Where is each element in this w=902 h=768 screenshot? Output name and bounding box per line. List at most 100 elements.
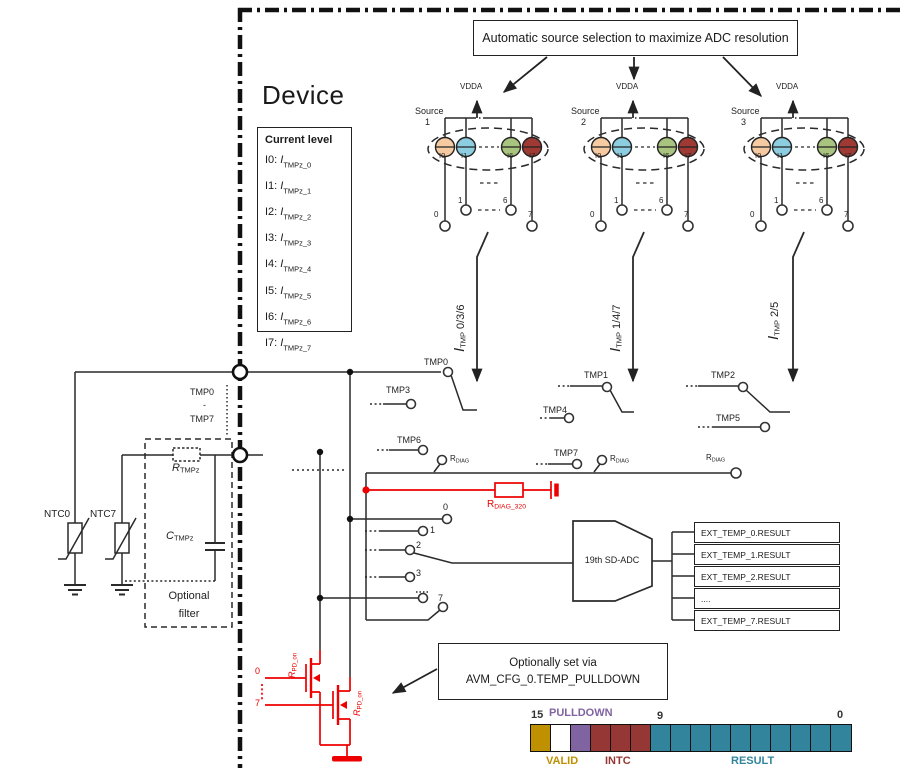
itmp-arrow-label-3: ITMP 2/5 (765, 301, 782, 340)
reg-label-result: RESULT (731, 755, 775, 767)
current-level-row: I3: ITMPz_3 (265, 232, 312, 249)
source-name: Source (571, 106, 600, 116)
register-cell-teal (730, 724, 752, 752)
nmos1-body-arrow (313, 674, 320, 682)
register-cell-red (630, 724, 652, 752)
mux-in-2: 2 (416, 540, 422, 550)
result-box-dots: .... (694, 588, 840, 609)
register-cell-teal (750, 724, 772, 752)
pulldown-note-line1: Optionally set via (509, 656, 597, 669)
mux-in-1: 1 (430, 525, 436, 535)
vdda-label: VDDA (616, 82, 639, 91)
switch-contacts (404, 366, 771, 613)
label-tmp5: TMP5 (716, 413, 741, 423)
output-0-label: 0 (590, 210, 595, 219)
label-tmp6: TMP6 (397, 435, 422, 445)
current-i7-label: I7 (529, 151, 536, 160)
current-level-row: I7: ITMPz_7 (265, 336, 312, 353)
current-level-row: I1: ITMPz_1 (265, 180, 312, 196)
top-note-box: Automatic source selection to maximize A… (473, 20, 798, 56)
rdiag-red-path (366, 481, 559, 499)
output-6-label: 6 (659, 196, 664, 205)
output-0-label: 0 (434, 210, 439, 219)
source-group-3-labels: Source 3 VDDA I0 I1 I6 I7 0 1 6 7 (731, 0, 871, 235)
register-bitfield (530, 724, 852, 752)
output-1-label: 1 (614, 196, 619, 205)
label-tmp4: TMP4 (543, 405, 568, 415)
label-rpd-on-2: RPD_on (352, 690, 364, 716)
label-rdiag-1: RDIAG (450, 454, 470, 465)
reg-label-pulldown: PULLDOWN (549, 707, 613, 719)
output-1-label: 1 (774, 196, 779, 205)
pulldown-note-arrow (391, 668, 438, 694)
label-tmp3: TMP3 (386, 385, 411, 395)
label-rdiag-3: RDIAG (706, 453, 726, 464)
label-rdiag-2: RDIAG (610, 454, 630, 465)
reg-bit0: 0 (837, 709, 844, 721)
current-i6-label: I6 (823, 151, 830, 160)
pulldown-transistors (261, 650, 351, 756)
mux-in-0: 0 (443, 502, 449, 512)
register-cell-teal (790, 724, 812, 752)
current-level-row: I2: ITMPz_2 (265, 206, 312, 222)
ntc-filter-graphics (58, 372, 233, 628)
pin-range-dash: - (203, 400, 206, 410)
output-6-label: 6 (503, 196, 508, 205)
nmos2-body-arrow (340, 701, 347, 709)
output-7-label: 7 (684, 210, 689, 219)
label-rdiag-320: RDIAG_320 (487, 499, 526, 511)
register-cell-red (610, 724, 632, 752)
label-tmp7: TMP7 (554, 448, 579, 458)
device-pins (231, 363, 249, 464)
current-i1-label: I1 (777, 151, 784, 160)
output-0-label: 0 (750, 210, 755, 219)
reg-bit9: 9 (657, 710, 664, 722)
output-7-label: 7 (844, 210, 849, 219)
sd-adc-block (572, 520, 653, 602)
current-i1-label: I1 (461, 151, 468, 160)
register-cell-teal (670, 724, 692, 752)
source-number: 3 (741, 117, 747, 127)
mux-in-7: 7 (438, 593, 444, 603)
current-level-row: I6: ITMPz_6 (265, 310, 312, 327)
current-i6-label: I6 (507, 151, 514, 160)
reg-label-intc: INTC (605, 755, 631, 767)
top-note-arrows (502, 56, 762, 97)
reg-bit15: 15 (531, 709, 544, 721)
register-cell-red (590, 724, 612, 752)
label-tmp0: TMP0 (424, 357, 449, 367)
red-junction-dot (362, 486, 370, 494)
label-ntc7: NTC7 (90, 509, 117, 520)
label-ntc0: NTC0 (44, 509, 71, 520)
current-i6-label: I6 (663, 151, 670, 160)
pin-range-top: TMP0 (190, 387, 215, 397)
adc-label: 19th SD-ADC (584, 555, 640, 565)
label-c-tmpz: CTMPz (166, 530, 194, 543)
current-level-row: I0: ITMPz_0 (265, 154, 312, 170)
output-7-label: 7 (528, 210, 533, 219)
current-level-title: Current level (265, 134, 333, 146)
register-cell-teal (690, 724, 712, 752)
output-1-label: 1 (458, 196, 463, 205)
current-i0-label: I0 (755, 151, 762, 160)
output-6-label: 6 (819, 196, 824, 205)
source-number: 2 (581, 117, 587, 127)
register-cell-teal (770, 724, 792, 752)
register-cell-teal (830, 724, 852, 752)
register-cell-teal (810, 724, 832, 752)
vdda-label: VDDA (460, 82, 483, 91)
current-level-row: I4: ITMPz_4 (265, 258, 312, 275)
label-rpd-on-1: RPD_on (287, 652, 299, 678)
source-group-1-labels: Source 1 VDDA I0 I1 I6 I7 0 1 6 7 (415, 0, 555, 235)
source-name: Source (415, 106, 444, 116)
itmp-arrow-label-2: ITMP 1/4/7 (607, 304, 624, 352)
pulldown-in-7: 7 (255, 698, 261, 708)
register-cell-teal (650, 724, 672, 752)
current-i7-label: I7 (685, 151, 692, 160)
register-cell-purple (570, 724, 592, 752)
junction-dots (316, 368, 354, 602)
device-label: Device (262, 80, 345, 110)
tmp-switch-network (75, 371, 790, 677)
